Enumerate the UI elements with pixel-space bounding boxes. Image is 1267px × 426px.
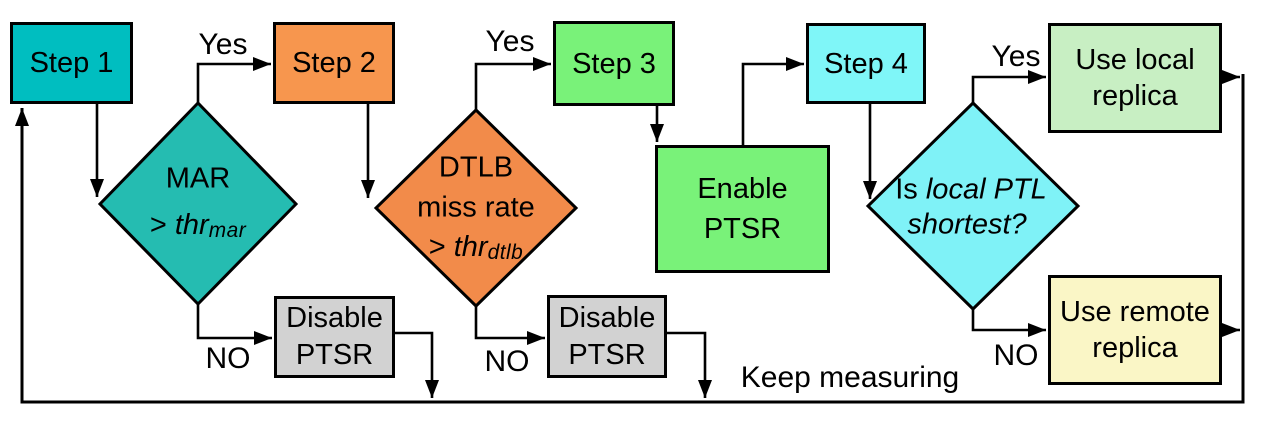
edge-feedback-loop-to-step1 bbox=[15, 74, 1245, 404]
edge-mar-yes-to-step2 bbox=[196, 57, 271, 103]
decision-mar-diamond bbox=[97, 100, 299, 307]
disable-ptsr-1-line1: Disable bbox=[286, 302, 383, 334]
use-remote-replica-box: Use remote replica bbox=[1048, 275, 1222, 385]
edge-mar-no-to-disable1 bbox=[196, 304, 272, 345]
edge-dtlb-no-to-disable2 bbox=[474, 306, 545, 345]
step1-box: Step 1 bbox=[10, 22, 133, 104]
use-remote-line1: Use remote bbox=[1060, 296, 1210, 328]
use-remote-line2: replica bbox=[1092, 332, 1178, 364]
use-local-line2: replica bbox=[1092, 80, 1178, 112]
step3-box: Step 3 bbox=[553, 21, 675, 106]
disable-ptsr-2-line1: Disable bbox=[558, 301, 656, 334]
no-label-2: NO bbox=[484, 345, 530, 378]
edge-enable-to-step4 bbox=[741, 57, 804, 145]
step1-label: Step 1 bbox=[29, 47, 114, 79]
yes-label-3: Yes bbox=[991, 40, 1041, 73]
edge-disable2-to-bottom bbox=[667, 331, 712, 398]
enable-ptsr-line2: PTSR bbox=[703, 213, 782, 245]
no-label-1: NO bbox=[205, 342, 251, 375]
use-local-line1: Use local bbox=[1075, 44, 1195, 76]
edge-disable1-to-bottom bbox=[395, 331, 439, 398]
dtlb-diamond-line2: miss rate bbox=[417, 191, 535, 224]
edge-ptl-no-to-use-remote bbox=[971, 309, 1046, 337]
yes-label-2: Yes bbox=[485, 25, 535, 58]
dtlb-diamond-line3: > thrdtlb bbox=[428, 231, 524, 264]
ptl-diamond-line2: shortest? bbox=[907, 208, 1027, 241]
disable-ptsr-1-line2: PTSR bbox=[295, 339, 374, 371]
edge-dtlb-yes-to-step3 bbox=[474, 57, 551, 110]
mar-diamond-line2: > thrmar bbox=[149, 209, 247, 242]
step2-box: Step 2 bbox=[273, 22, 395, 104]
ptl-diamond-line1: Is local PTL bbox=[895, 173, 1047, 206]
enable-ptsr-box: Enable PTSR bbox=[655, 145, 830, 273]
enable-ptsr-line1: Enable bbox=[697, 173, 788, 205]
dtlb-diamond-line1: DTLB bbox=[438, 151, 514, 184]
step4-box: Step 4 bbox=[806, 23, 926, 104]
use-local-replica-box: Use local replica bbox=[1048, 23, 1222, 133]
step2-label: Step 2 bbox=[292, 47, 376, 79]
disable-ptsr-2-line2: PTSR bbox=[568, 338, 646, 371]
disable-ptsr-2-box: Disable PTSR bbox=[547, 295, 667, 378]
disable-ptsr-1-box: Disable PTSR bbox=[274, 296, 395, 378]
step4-label: Step 4 bbox=[824, 47, 908, 80]
keep-measuring-label: Keep measuring bbox=[740, 361, 960, 394]
step3-label: Step 3 bbox=[572, 47, 656, 80]
edge-ptl-yes-to-use-local bbox=[971, 70, 1046, 103]
no-label-3: NO bbox=[993, 339, 1039, 372]
mar-diamond-line1: MAR bbox=[165, 162, 231, 195]
yes-label-1: Yes bbox=[198, 28, 248, 61]
